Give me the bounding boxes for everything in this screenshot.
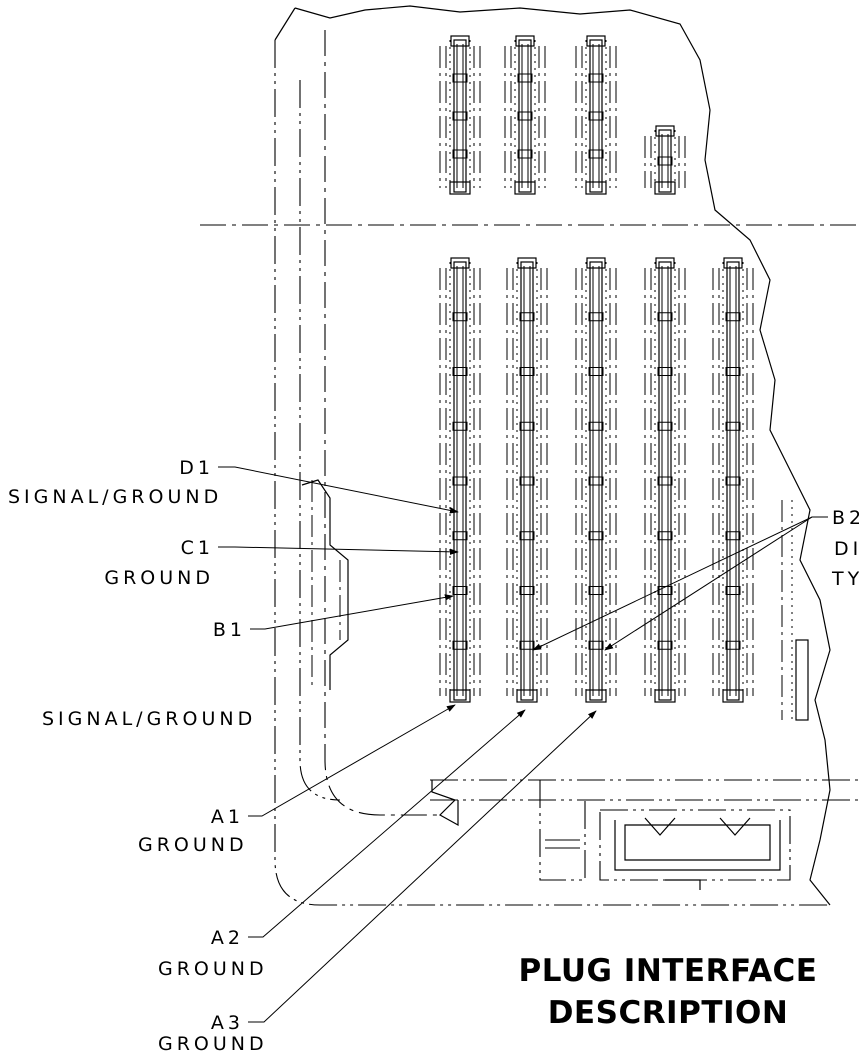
leader-a1 xyxy=(248,704,456,817)
contact-column-partial xyxy=(781,500,809,721)
contact-column-upper-4 xyxy=(644,125,686,195)
contact-array xyxy=(439,35,809,721)
callout-a3-desc: GROUND xyxy=(158,1033,268,1055)
contact-column-lower-5 xyxy=(712,257,754,703)
contact-column-lower-2 xyxy=(506,257,548,703)
leader-a2 xyxy=(248,709,526,938)
latch-features xyxy=(430,779,859,890)
contact-column-upper-1 xyxy=(439,35,481,195)
callout-a1-desc: GROUND xyxy=(138,834,248,856)
contact-column-upper-2 xyxy=(504,35,546,195)
callout-d1-id: D1 xyxy=(179,457,214,479)
callout-a2-id: A2 xyxy=(211,927,244,949)
callout-a3-id: A3 xyxy=(211,1012,244,1034)
contact-column-upper-3 xyxy=(575,35,617,195)
callout-b2-desc: DI xyxy=(834,538,859,560)
callout-d1-desc: SIGNAL/GROUND xyxy=(8,486,222,508)
callout-labels: D1 SIGNAL/GROUND C1 GROUND B1 SIGNAL/GRO… xyxy=(8,457,859,1055)
leader-b2-1 xyxy=(532,516,828,651)
leader-a3 xyxy=(248,710,597,1023)
contact-column-lower-4 xyxy=(644,257,686,703)
callout-a2-desc: GROUND xyxy=(158,958,268,980)
contact-column-lower-3 xyxy=(575,257,617,703)
drawing-title-line-1: PLUG INTERFACE xyxy=(519,953,818,989)
contact-column-lower-1 xyxy=(439,257,481,703)
leader-d1 xyxy=(218,466,459,514)
leader-b1 xyxy=(250,594,454,630)
leader-b2-2 xyxy=(604,516,813,651)
callout-b1-id: B1 xyxy=(213,619,246,641)
callout-a1-id: A1 xyxy=(211,806,244,828)
callout-b2-note: TY xyxy=(831,568,859,590)
drawing-title-line-2: DESCRIPTION xyxy=(548,995,789,1031)
leader-c1 xyxy=(218,546,459,555)
callout-b1-desc: SIGNAL/GROUND xyxy=(42,708,256,730)
callout-c1-id: C1 xyxy=(181,537,214,559)
housing-outline xyxy=(274,5,831,906)
callout-b2-id: B2 xyxy=(832,507,859,529)
callout-c1-desc: GROUND xyxy=(104,567,214,589)
leader-lines xyxy=(218,466,828,1023)
